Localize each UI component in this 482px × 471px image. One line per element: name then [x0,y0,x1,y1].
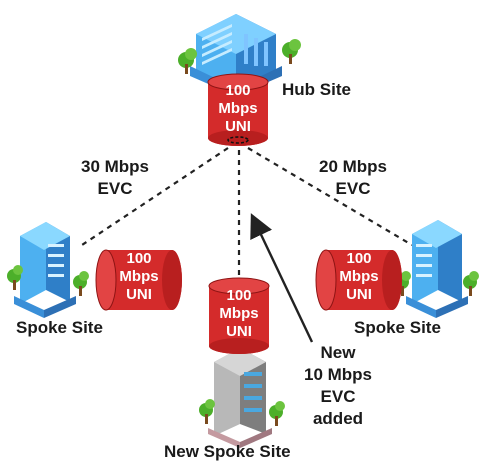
spoke-left-uni-cylinder: 100 Mbps UNI [95,249,182,311]
evc-right-line1: 20 Mbps [318,157,388,176]
new-spoke-building-icon [199,348,285,448]
spoke-right-site-label: Spoke Site [354,318,441,337]
evc-link-right [247,147,413,246]
spoke-right-uni-line1: 100 [346,250,371,267]
evc-new-line1: New [320,343,356,362]
evc-new-line3: EVC [320,387,356,406]
spoke-right-uni-cylinder: 100 Mbps UNI [315,249,402,311]
evc-new-line2: 10 Mbps [303,365,373,384]
spoke-left-uni-line3: UNI [126,286,152,303]
evc-links [81,147,413,282]
spoke-right-uni-line3: UNI [346,286,372,303]
new-evc-arrow [250,213,314,343]
hub-uni-line3: UNI [225,118,251,135]
evc-left-line1: 30 Mbps [80,157,150,176]
evc-right-label: 20 Mbps EVC [308,156,398,200]
hub-building-icon [178,14,301,96]
hub-tree-icon [178,39,301,74]
evc-new-label: New 10 Mbps EVC added [290,342,386,430]
hub-site-label: Hub Site [282,80,351,99]
new-spoke-uni-line1: 100 [226,287,251,304]
evc-new-line4: added [312,409,364,428]
spoke-left-uni-line2: Mbps [119,268,158,285]
spoke-left-uni-line1: 100 [126,250,151,267]
spoke-right-building-icon [395,220,479,318]
spoke-right-uni-line2: Mbps [339,268,378,285]
new-spoke-uni-line3: UNI [226,323,252,340]
evc-right-line2: EVC [335,179,371,198]
hub-uni-line2: Mbps [218,100,257,117]
new-spoke-uni-cylinder: 100 Mbps UNI [208,277,270,354]
spoke-left-building-icon [7,222,89,318]
new-spoke-uni-line2: Mbps [219,305,258,322]
hub-uni-line1: 100 [225,82,250,99]
spoke-left-site-label: Spoke Site [16,318,103,337]
evc-left-label: 30 Mbps EVC [70,156,160,200]
new-spoke-site-label: New Spoke Site [164,442,291,461]
spoke-left-tree-icon [7,265,89,296]
hub-uni-cylinder: 100 Mbps UNI [207,73,269,146]
evc-left-line2: EVC [97,179,133,198]
new-spoke-tree-icon [199,399,285,426]
